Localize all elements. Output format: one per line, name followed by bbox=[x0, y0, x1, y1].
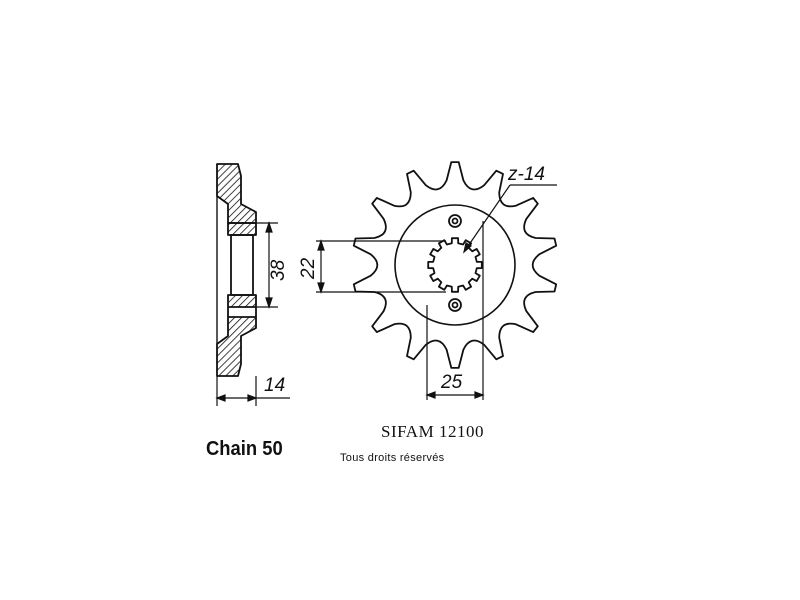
dimension-bolt-spacing bbox=[425, 221, 485, 400]
tooth-count-label: z-14 bbox=[507, 164, 545, 185]
dim-38-text: 38 bbox=[268, 259, 289, 281]
side-profile-view bbox=[216, 163, 257, 377]
profile-hub-bore bbox=[230, 234, 254, 296]
dim-22-text: 22 bbox=[298, 257, 319, 280]
rights-notice: Tous droits réservés bbox=[340, 452, 445, 464]
dimension-thickness bbox=[215, 376, 290, 406]
dim-14-text: 14 bbox=[264, 375, 285, 396]
profile-hub-band-top bbox=[227, 222, 257, 236]
profile-bottom-section bbox=[216, 316, 257, 377]
sprocket-outline bbox=[352, 161, 558, 369]
front-view bbox=[352, 161, 558, 369]
tooth-count-leader bbox=[463, 184, 557, 254]
profile-hub-band-bottom bbox=[227, 294, 257, 308]
chain-size-label: Chain 50 bbox=[206, 438, 283, 460]
dimension-hub-diameter bbox=[256, 221, 278, 309]
dim-25-text: 25 bbox=[440, 372, 463, 393]
bolt-hole-bottom bbox=[448, 298, 462, 312]
part-reference: SIFAM 12100 bbox=[381, 422, 484, 441]
hub-circle bbox=[394, 204, 516, 326]
profile-top-section bbox=[216, 163, 257, 224]
spline-bore bbox=[427, 237, 483, 293]
bolt-hole-top bbox=[448, 214, 462, 228]
dimension-spline-diameter bbox=[316, 239, 446, 294]
